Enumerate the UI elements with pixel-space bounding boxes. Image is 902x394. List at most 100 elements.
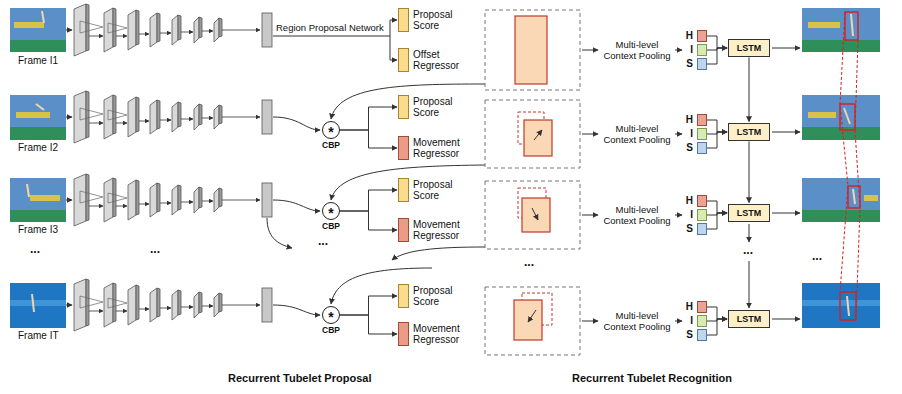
frame-sign — [808, 22, 840, 28]
connector — [340, 107, 397, 130]
proposal-box — [522, 198, 550, 232]
head-label: Proposal Score — [413, 179, 465, 202]
output-frame — [802, 283, 880, 328]
frame-band — [802, 40, 880, 52]
context-feature: H — [684, 195, 707, 207]
connector — [707, 132, 727, 148]
feature-bar — [697, 195, 707, 207]
frame-bg — [10, 283, 66, 328]
cnn-row — [66, 279, 272, 331]
frame-wave — [10, 300, 66, 306]
cnn-row — [66, 174, 272, 226]
tube-line — [840, 12, 848, 292]
ellipsis: ... — [524, 255, 534, 269]
arrow — [582, 321, 598, 322]
arrow — [675, 50, 682, 51]
output-head: Offset Regressor — [398, 48, 465, 72]
frame-sign — [14, 22, 44, 28]
operator-label: CBP — [322, 326, 340, 335]
arrow — [772, 319, 800, 320]
pooling-label: Multi-level Context Pooling — [599, 310, 675, 333]
feature-bar — [697, 114, 707, 126]
feature-bar — [697, 142, 707, 154]
cbp-operator: *CBP — [322, 121, 340, 150]
frame-bg — [802, 178, 880, 222]
arrow — [273, 200, 320, 211]
bar-swatch — [398, 95, 409, 119]
bar-swatch — [398, 284, 409, 308]
pooling-label: Multi-level Context Pooling — [599, 39, 675, 62]
dashed-panel — [485, 100, 580, 168]
context-feature: H — [684, 30, 707, 42]
feature-bar — [697, 209, 707, 221]
connector — [340, 190, 397, 211]
cbp-circle: * — [322, 202, 340, 220]
connector — [707, 120, 727, 132]
arrow — [582, 215, 598, 216]
lstm-cell: LSTM — [728, 204, 770, 223]
recognition-wires — [582, 48, 800, 321]
context-feature: H — [684, 301, 707, 313]
proposal-panel — [485, 10, 580, 90]
frame-label: Frame I2 — [18, 142, 58, 154]
movement-arrow — [528, 310, 536, 322]
cnn-row — [66, 4, 272, 56]
arrow — [273, 117, 320, 130]
frame-label: Frame I3 — [18, 224, 58, 236]
arrow — [273, 305, 320, 315]
bar-swatch — [398, 322, 409, 346]
connector — [707, 319, 727, 335]
context-feature: H — [684, 114, 707, 126]
detection-box — [848, 186, 860, 208]
feature-letter: H — [684, 195, 693, 207]
operator-label: CBP — [322, 141, 340, 150]
connector — [749, 141, 750, 202]
proposal-panel — [485, 100, 580, 168]
pooling-label: Multi-level Context Pooling — [599, 204, 675, 227]
feature-letter: S — [684, 58, 693, 70]
arrow — [331, 84, 485, 119]
context-feature: I — [684, 209, 707, 221]
frame-bg — [802, 283, 880, 328]
proposal-panel — [485, 287, 580, 355]
feature-letter: I — [684, 209, 693, 221]
frame-sign — [30, 195, 60, 201]
feature-letter: H — [684, 301, 693, 313]
diver — [42, 11, 44, 23]
arrow — [390, 60, 397, 61]
arrow — [675, 134, 682, 135]
output-head: Movement Regressor — [398, 136, 465, 160]
frame-sign — [864, 195, 878, 201]
pooling-label: Multi-level Context Pooling — [599, 123, 675, 146]
feature-bar — [697, 44, 707, 56]
feature-letter: I — [684, 128, 693, 140]
ellipsis: ... — [318, 234, 328, 248]
wire — [390, 20, 391, 60]
context-feature: S — [684, 142, 707, 154]
feature-bar — [697, 301, 707, 313]
feature-bar — [697, 329, 707, 341]
operator-symbol: * — [328, 307, 333, 324]
lstm-cell: LSTM — [728, 123, 770, 142]
head-label: Proposal Score — [413, 96, 465, 119]
output-head: Proposal Score — [398, 95, 465, 119]
network-label: Region Proposal Network — [276, 22, 384, 33]
feature-letter: I — [684, 44, 693, 56]
connector — [707, 48, 727, 64]
context-feature: S — [684, 58, 707, 70]
frame-sign — [808, 112, 836, 118]
feature-letter: I — [684, 315, 693, 327]
feature-bar — [697, 128, 707, 140]
output-head: Proposal Score — [398, 178, 465, 202]
movement-arrow — [532, 208, 538, 220]
arrow — [749, 224, 750, 242]
head-label: Proposal Score — [413, 285, 465, 308]
tube-line — [855, 40, 860, 320]
output-frame — [802, 178, 880, 222]
frame-label: Frame IT — [18, 330, 59, 342]
diver — [32, 294, 34, 312]
operator-symbol: * — [328, 203, 333, 220]
proposal-box — [515, 16, 547, 84]
context-feature: I — [684, 44, 707, 56]
